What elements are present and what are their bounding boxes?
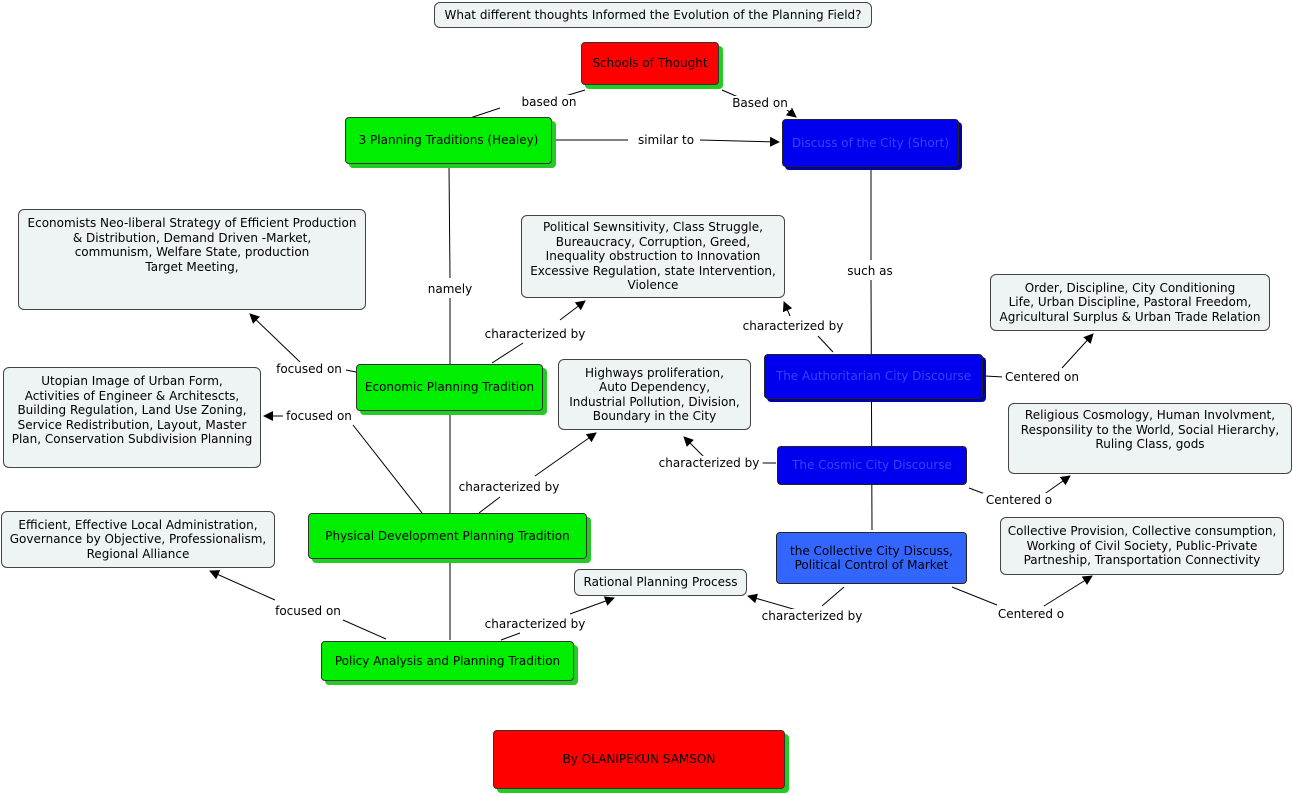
author-node: By OLANIPEKUN SAMSON bbox=[493, 730, 785, 789]
link-label: such as bbox=[844, 264, 896, 278]
collective-city-node[interactable]: the Collective City Discuss, Political C… bbox=[776, 532, 967, 584]
order-discipline-concept[interactable]: Order, Discipline, City Conditioning Lif… bbox=[990, 274, 1270, 331]
political-concept[interactable]: Political Sewnsitivity, Class Struggle, … bbox=[521, 215, 785, 298]
authoritarian-discourse-node[interactable]: The Authoritarian City Discourse bbox=[764, 354, 983, 399]
link-label: characterized by bbox=[758, 609, 866, 623]
link-label: characterized by bbox=[481, 327, 589, 341]
link-label: similar to bbox=[634, 133, 698, 147]
discuss-city-short-node[interactable]: Discuss of the City (Short) bbox=[782, 119, 959, 167]
link-label: Centered on bbox=[1002, 370, 1082, 384]
link-label: characterized by bbox=[655, 456, 763, 470]
policy-tradition-node[interactable]: Policy Analysis and Planning Tradition bbox=[321, 641, 574, 681]
economists-concept[interactable]: Economists Neo-liberal Strategy of Effic… bbox=[18, 209, 366, 310]
link-label: characterized by bbox=[481, 617, 589, 631]
physical-tradition-node[interactable]: Physical Development Planning Tradition bbox=[308, 513, 587, 559]
link-label: characterized by bbox=[739, 319, 847, 333]
link-label: focused on bbox=[273, 362, 345, 376]
cosmic-discourse-node[interactable]: The Cosmic City Discourse bbox=[777, 446, 967, 485]
link-label: characterized by bbox=[455, 480, 563, 494]
link-label: based on bbox=[518, 95, 580, 109]
collective-provision-concept[interactable]: Collective Provision, Collective consump… bbox=[1000, 517, 1284, 575]
schools-of-thought-node[interactable]: Schools of Thought bbox=[581, 42, 719, 85]
efficient-administration-concept[interactable]: Efficient, Effective Local Administratio… bbox=[1, 511, 275, 568]
highways-concept[interactable]: Highways proliferation, Auto Dependency,… bbox=[558, 359, 751, 430]
focus-question: What different thoughts Informed the Evo… bbox=[434, 2, 872, 28]
link-label: focused on bbox=[272, 604, 344, 618]
rational-planning-concept[interactable]: Rational Planning Process bbox=[574, 569, 747, 596]
religious-concept[interactable]: Religious Cosmology, Human Involvment, R… bbox=[1008, 403, 1292, 474]
link-label: Based on bbox=[729, 96, 791, 110]
healey-traditions-node[interactable]: 3 Planning Traditions (Healey) bbox=[345, 117, 552, 164]
link-label: namely bbox=[424, 282, 476, 296]
link-label: Centered o bbox=[982, 493, 1056, 507]
economic-tradition-node[interactable]: Economic Planning Tradition bbox=[356, 364, 543, 411]
link-label: Centered o bbox=[994, 607, 1068, 621]
link-label: focused on bbox=[283, 409, 355, 423]
utopian-concept[interactable]: Utopian Image of Urban Form, Activities … bbox=[3, 367, 261, 468]
